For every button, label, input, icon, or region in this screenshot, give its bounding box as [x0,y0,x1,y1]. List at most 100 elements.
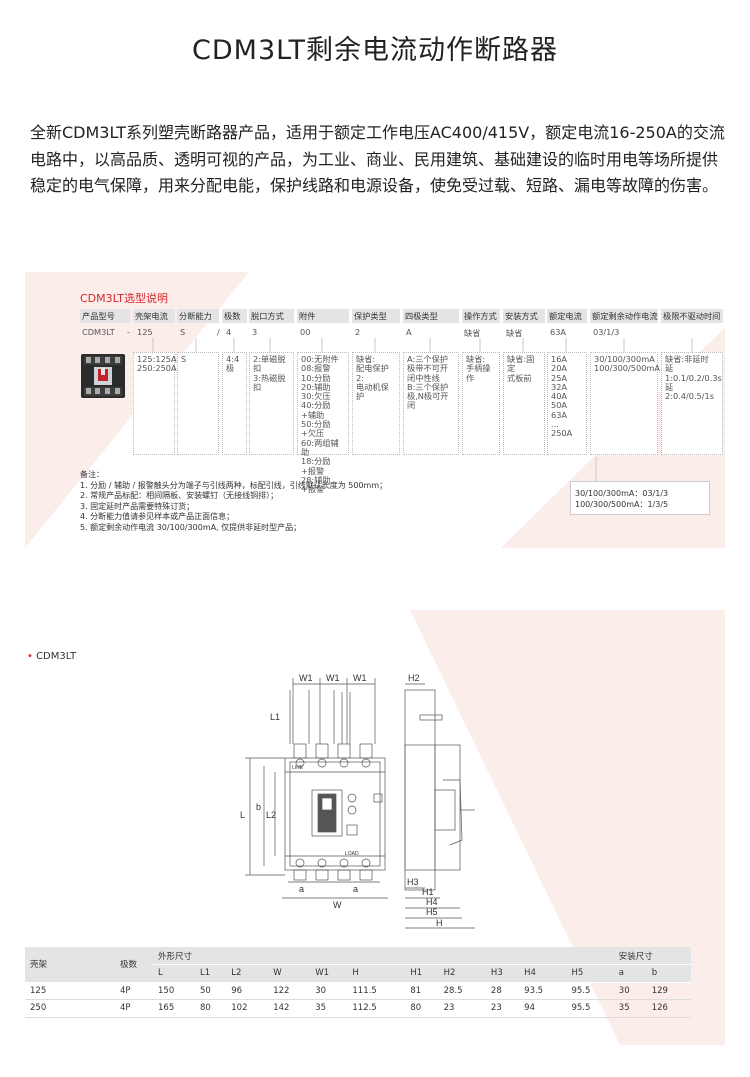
dim-w1: W1 [299,673,313,683]
cell: 129 [646,982,691,1000]
option-line: 40A [551,391,568,402]
cell: 35 [310,999,348,1018]
option-frame: 125:125A 250:250A [133,352,177,455]
cell: 111.5 [347,982,406,1000]
cell: 4P [115,982,153,1000]
example-value: 63A [550,327,567,337]
example-value: 3 [252,327,258,337]
option-line: S [181,354,187,364]
option-poles: 4:4极 [222,352,247,455]
option-line: 极带不可开 [407,363,448,374]
col-header: H1 [405,964,439,983]
option-line: 16A [551,354,568,364]
dim-b: b [256,802,261,812]
cell: 35 [613,999,647,1018]
cell: 102 [226,999,269,1018]
option-line: 250A [551,428,573,439]
dimensions-table: 壳架 极数 外形尺寸 安装尺寸 L L1 L2 W W1 H H1 H2 H3 … [25,947,691,1018]
option-protection: 缺省: 配电保护 2: 电动机保护 [352,352,400,455]
col-header: H [347,964,406,983]
option-line: 3:热磁脱扣 [253,372,286,392]
cell: 23 [485,999,520,1018]
example-value: 缺省 [464,328,481,338]
dim-w: W [333,900,342,910]
connector-lines [152,338,693,352]
dim-w1: W1 [326,673,340,683]
cell: 94 [519,999,567,1018]
col-header: L2 [226,964,269,983]
option-line: 10:分励 [301,372,331,383]
cell: 28.5 [438,982,486,1000]
dim-a: a [299,884,304,894]
option-line: 缺省: [466,354,486,364]
header-cell: 壳架电流 [133,309,175,323]
dim-l1: L1 [270,712,280,722]
option-line: 2: [356,372,364,383]
note-line: 3. 固定延时产品需要特殊订货； [80,501,195,511]
separator: - [127,327,130,337]
option-line: 电动机保护 [356,381,389,402]
cell: 4P [115,999,153,1018]
diagram-label-text: CDM3LT [36,651,77,662]
option-line: 缺省: [356,354,376,364]
header-cell: 安装方式 [503,309,545,323]
option-nodrive: 缺省:非延时 延1:0.1/0.2/0.3s 延2:0.4/0.5/1s [661,352,723,455]
option-line: 20:辅助 [301,381,331,392]
notes-title: 备注： [80,470,104,479]
col-frame: 壳架 [25,947,115,983]
header-cell: 产品型号 [80,309,130,323]
dimension-drawing: W1 W1 W1 H2 L1 L L2 b a a W H3 H1 H4 H5 … [240,673,475,929]
option-release: 2:单磁脱扣 3:热磁脱扣 [249,352,294,455]
option-fourpole: A:三个保护 极带不可开 闭中性线 B:三个保护 极,N极可开闭 [403,352,459,455]
device-load-text: LOAD [345,851,359,857]
cell: 126 [646,999,691,1018]
note-line: 2. 常规产品标配：相间隔板、安装螺钉（无接线铜排）； [80,491,279,500]
example-value: S [180,327,186,337]
col-header: H2 [438,964,486,983]
example-value: 2 [355,327,361,337]
example-value: 125 [137,327,153,337]
option-line: ... [551,419,559,430]
dim-h1: H1 [422,887,434,897]
example-value: CDM3LT [82,327,115,337]
option-accessory: 00:无附件 08:报警 10:分励 20:辅助 30:欠压 40:分励+辅助 … [297,352,349,494]
device-line-text: LINE [292,765,304,771]
dim-h4: H4 [426,897,438,907]
cell: 93.5 [519,982,567,1000]
header-cell: 额定剩余动作电流 [590,309,658,323]
dim-h: H [436,918,443,928]
cell: 150 [153,982,195,1000]
dim-l2: L2 [266,810,276,820]
header-cell: 分断能力 [177,309,219,323]
dim-w1: W1 [353,673,367,683]
cell: 122 [268,982,311,1000]
option-line: 闭中性线 [407,372,440,383]
notes: 备注： 1. 分励 / 辅助 / 报警触头分为端子与引线两种，标配引线，引线默认… [80,470,387,533]
example-value: A [406,327,412,337]
selection-title: CDM3LT选型说明 [80,292,168,305]
note-line: 4. 分断能力值请参见样本或产品正面信息； [80,512,235,521]
cell: 95.5 [566,999,614,1018]
dim-h3: H3 [407,877,419,887]
cell: 30 [310,982,348,1000]
header-cell: 极限不驱动时间 [661,309,723,323]
option-line: 手柄操作 [466,363,491,383]
option-line: 2:单磁脱扣 [253,354,286,374]
option-line: 延2:0.4/0.5/1s [665,381,715,402]
col-header: b [646,964,691,983]
cell: 125 [25,982,115,1000]
cell: 50 [194,982,227,1000]
header-cell: 四极类型 [403,309,459,323]
option-line: 08:报警 [301,363,331,374]
cell: 95.5 [566,982,614,1000]
option-line: 延1:0.1/0.2/0.3s [665,363,722,383]
option-line: 缺省:固定 [507,354,535,374]
page-title: CDM3LT剩余电流动作断路器 [192,35,558,66]
note-line: 5. 额定剩余动作电流 30/100/300mA, 仅提供非延时型产品； [80,522,302,532]
header-cell: 操作方式 [462,309,500,323]
cell: 28 [485,982,520,1000]
col-header: L [153,964,195,983]
example-value: 缺省 [506,328,523,338]
col-header: W [268,964,311,983]
header-cell: 额定电流 [547,309,587,323]
